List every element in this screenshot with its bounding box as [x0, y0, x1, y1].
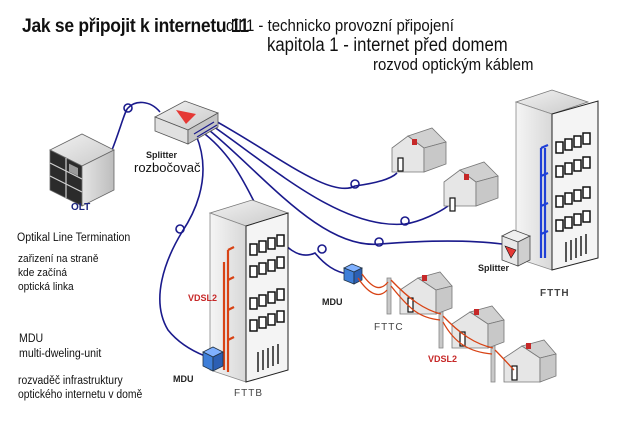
chapter-title: kapitola 1 - internet před domem: [267, 35, 508, 56]
olt-label: OLT: [71, 202, 91, 213]
splitter-label: Splitter: [146, 150, 178, 160]
fiber-olt-splitter: [111, 101, 161, 151]
house-fttc-1: [399, 271, 453, 315]
fiber-loop: [374, 237, 384, 247]
fiber-loop: [400, 216, 410, 226]
fiber-loop: [317, 244, 327, 254]
page-title: Jak se připojit k internetu 11: [22, 16, 249, 37]
fiber-loop: [350, 179, 360, 189]
fttb-mdu-label: MDU: [173, 374, 194, 384]
fttc-vdsl-label: VDSL2: [428, 354, 458, 364]
house-fttc-3: [503, 339, 557, 383]
olt-device: [49, 133, 115, 207]
mdu-desc-line-2: optického internetu v domě: [18, 389, 143, 401]
house-1: [391, 127, 447, 173]
mdu-description-title: MDU: [19, 333, 44, 345]
copper-drop-lines: [357, 273, 515, 371]
part-subtitle: díl 1 - technicko provozní připojení: [226, 16, 454, 35]
fttc-mdu-label: MDU: [322, 297, 343, 307]
mdu-description: MDU multi-dweling-unit: [19, 332, 101, 362]
fiber-to-ftth: [203, 125, 503, 245]
fttc-label: FTTC: [374, 322, 404, 333]
splitter-ftth: [501, 229, 531, 267]
olt-description: zařizení na straně kde začíná optická li…: [18, 253, 99, 293]
house-2: [443, 161, 499, 212]
ftth-building: [514, 89, 599, 271]
splitter-label-cz: rozbočovač: [134, 160, 201, 175]
section-subtitle: rozvod optickým káblem: [373, 55, 534, 74]
splitter-arrow-icon: [504, 245, 517, 259]
mdu-box-fttb: [202, 346, 224, 372]
mdu-description-full: multi-dweling-unit: [19, 348, 102, 360]
fiber-to-fttb-mdu: [159, 134, 206, 357]
ftth-splitter-label: Splitter: [478, 263, 510, 273]
house-fttc-2: [451, 305, 505, 349]
fttb-building: [208, 199, 290, 383]
fiber-to-house-1: [209, 117, 398, 190]
mdu-infrastructure-description: rozvaděč infrastruktury optického intern…: [18, 374, 142, 402]
inhouse-fiber-riser: [539, 143, 549, 258]
ftth-label: FTTH: [540, 288, 570, 299]
fiber-loop: [123, 103, 133, 113]
olt-description-title: Optikal Line Termination: [17, 232, 131, 244]
fttb-label: FTTB: [234, 388, 263, 399]
fttc-area: [343, 263, 557, 383]
mdu-desc-line-1: rozvaděč infrastruktury: [18, 375, 123, 387]
vdsl-riser: [222, 246, 235, 372]
fiber-loop: [175, 224, 185, 234]
fiber-to-house-2: [206, 121, 449, 226]
fttb-vdsl-label: VDSL2: [188, 293, 218, 303]
splitter-main: [154, 100, 219, 145]
splitter-arrow-icon: [176, 110, 196, 124]
